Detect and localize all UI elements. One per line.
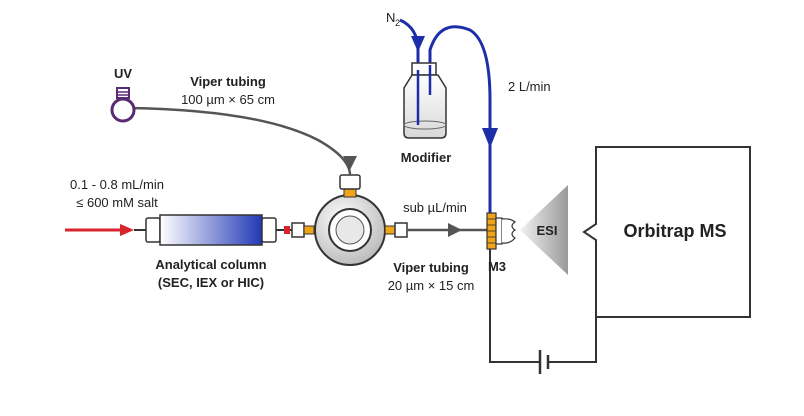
inlet-arrow [65,224,146,236]
n2-gas-line [399,18,498,215]
viper-top-title: Viper tubing [190,74,266,89]
viper-top-dims: 100 µm × 65 cm [181,92,275,107]
gas-flow-label: 2 L/min [508,79,551,94]
uv-lamp-icon [110,87,136,123]
esi-label: ESI [537,223,558,238]
viper-bottom-dims: 20 µm × 15 cm [388,278,475,293]
uv-label: UV [114,66,132,81]
fitting-right [384,222,408,238]
viper-tubing-bottom [407,223,487,237]
m3-label: M3 [488,259,506,274]
salt-label: ≤ 600 mM salt [76,195,158,210]
n2-label: N [386,10,395,25]
m3-source [486,212,517,250]
esi-spray-cone [520,185,568,275]
orbitrap-ms-box [582,146,751,318]
modifier-label: Modifier [401,150,452,165]
column-title: Analytical column [155,257,266,272]
switching-valve [314,194,386,266]
column-types: (SEC, IEX or HIC) [158,275,264,290]
flow-rate-label: 0.1 - 0.8 mL/min [70,177,164,192]
fitting-left [291,222,315,238]
sub-flow-label: sub µL/min [403,200,467,215]
n2-subscript: 2 [395,18,400,28]
analytical-column [145,214,292,246]
viper-bottom-title: Viper tubing [393,260,469,275]
modifier-bottle [403,62,447,139]
fitting-top [339,174,361,198]
high-voltage-circuit [489,249,597,374]
viper-tubing-top [127,106,357,176]
orbitrap-ms-label: Orbitrap MS [623,221,726,241]
